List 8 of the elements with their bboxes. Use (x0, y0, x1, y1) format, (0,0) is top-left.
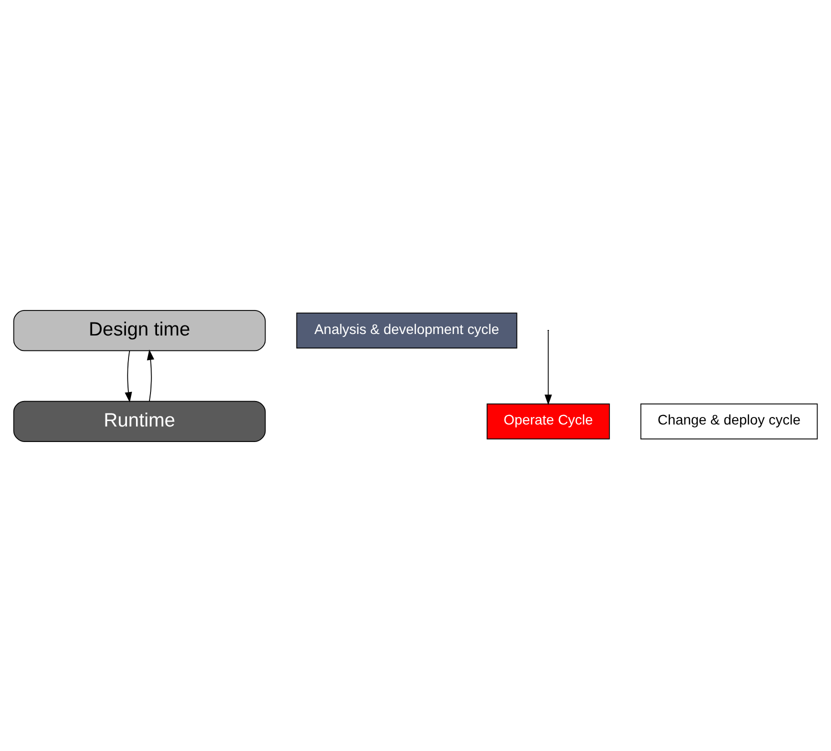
arrow (124, 350, 132, 402)
node-box: Runtime (13, 400, 266, 442)
node-box: Change & deploy cycle (640, 403, 818, 439)
arrow (544, 330, 552, 405)
node-box: Operate Cycle (486, 403, 610, 439)
node-box: Design time (13, 310, 266, 351)
node-box: Analysis & development cycle (296, 312, 518, 348)
arrow (146, 348, 154, 402)
